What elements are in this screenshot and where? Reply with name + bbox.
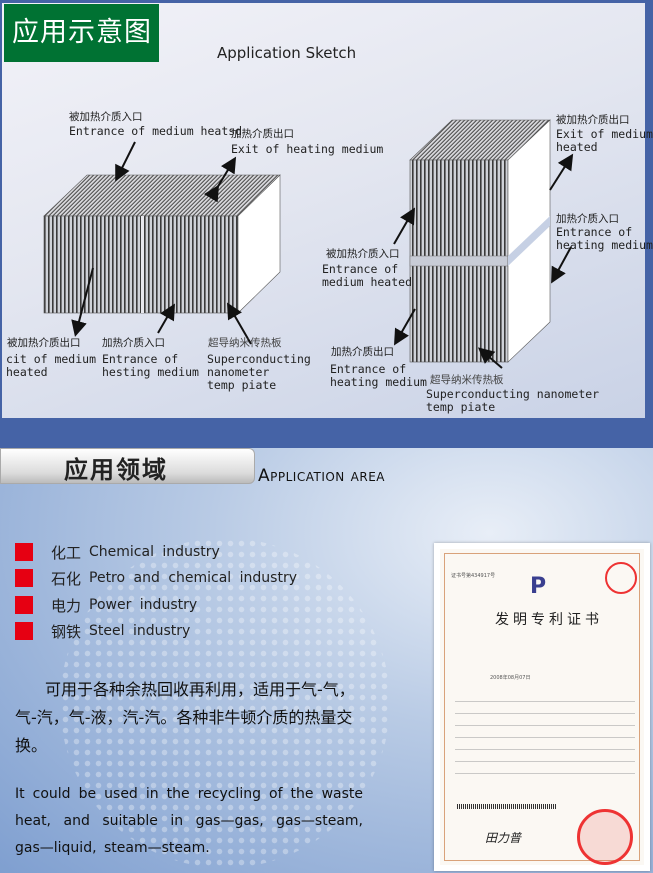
left-plate-cn: 超导纳米传热板 — [208, 337, 282, 349]
cert-number: 证书号第434917号 — [451, 573, 496, 579]
description-cn: 可用于各种余热回收再利用，适用于气-气，气-汽，气-液，汽-汽。各种非牛顿介质的… — [15, 680, 355, 755]
left-medium-outlet-cn: 被加热介质出口 — [7, 337, 81, 349]
right-medium-exit-cn: 被加热介质出口 — [556, 114, 630, 126]
right-medium-exit-en: Exit of medium heated — [556, 127, 653, 154]
cert-title: 发明专利证书 — [495, 612, 603, 628]
heat-exchanger-diagrams — [43, 119, 574, 369]
bullet-square-icon — [15, 569, 33, 587]
left-heating-outlet-cn: 加热介质出口 — [231, 128, 294, 140]
bullet-square-icon — [15, 543, 33, 561]
red-seal — [577, 809, 633, 865]
barcode — [457, 804, 557, 809]
area-title-bar — [0, 448, 255, 484]
red-stamp-small — [605, 562, 637, 594]
globe-dots-decoration — [60, 538, 390, 868]
bullet-square-icon — [15, 596, 33, 614]
right-plate-cn: 超导纳米传热板 — [430, 374, 504, 386]
right-heating-inlet-cn: 加热介质入口 — [556, 213, 619, 225]
right-exchanger-block — [393, 119, 574, 369]
left-exchanger-block — [43, 141, 281, 345]
patent-logo-icon: P — [530, 574, 547, 599]
right-medium-inlet-cn: 被加热介质入口 — [326, 248, 400, 260]
left-heating-outlet-en: Exit of heating medium — [231, 142, 384, 156]
left-heating-inlet-cn: 加热介质入口 — [102, 337, 165, 349]
left-medium-outlet-en: cit of medium heated — [6, 352, 97, 379]
cert-date: 2008年08月07日 — [490, 675, 531, 681]
description-en: It could be used in the recycling of the… — [15, 786, 363, 856]
bullet-square-icon — [15, 622, 33, 640]
left-plate-en: Superconducting nanometer temp piate — [207, 352, 311, 392]
left-medium-inlet-cn: 被加热介质入口 — [69, 111, 143, 123]
right-heating-inlet-en: Entrance of heating medium — [556, 225, 653, 252]
right-plate-en: Superconducting nanometer temp piate — [426, 387, 600, 414]
right-medium-inlet-en: Entrance of medium heated — [322, 262, 413, 289]
area-title-en: Application area — [258, 466, 386, 486]
cert-signature: 田力普 — [485, 831, 522, 845]
cert-body-text — [455, 694, 635, 784]
left-medium-inlet-en: Entrance of medium heatsd — [69, 124, 243, 138]
right-heating-outlet-en: Entrance of heating medium — [330, 362, 427, 389]
right-heating-outlet-cn: 加热介质出口 — [331, 346, 394, 358]
patent-certificate-image: 证书号第434917号 P 发明专利证书 2008年08月07日 田力普 — [434, 543, 650, 871]
area-title-cn: 应用领域 — [64, 456, 168, 484]
sketch-title: 应用示意图 — [4, 4, 159, 62]
left-heating-inlet-en: Entrance of hesting medium — [102, 352, 199, 379]
sketch-subtitle: Application Sketch — [217, 44, 357, 62]
